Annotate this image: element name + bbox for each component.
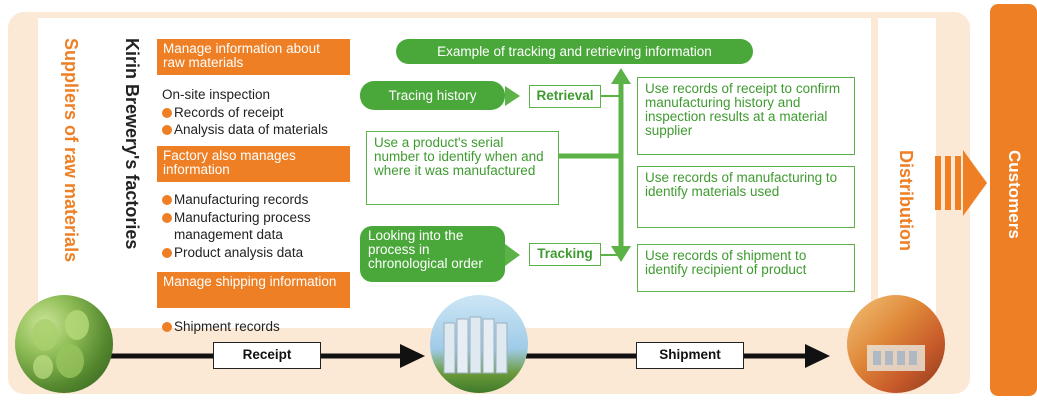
tracing-history-label: Tracing history: [360, 81, 505, 110]
shipping-info-list: Shipment records: [162, 318, 362, 336]
tracking-label: Tracking: [529, 243, 601, 266]
raw-materials-intro: On-site inspection: [162, 87, 271, 102]
raw-materials-list: On-site inspection Records of receipt An…: [162, 86, 362, 139]
receipt-label: Receipt: [213, 342, 321, 369]
store-photo: [847, 295, 945, 393]
to-customers-arrow: [935, 150, 987, 216]
factories-label: Kirin Brewery's factories: [122, 38, 142, 250]
cans-icon: [867, 345, 925, 371]
suppliers-label: Suppliers of raw materials: [61, 38, 81, 263]
hops-icon: [32, 310, 89, 379]
factory-info-list: Manufacturing records Manufacturing proc…: [162, 191, 362, 261]
result-box-manufacturing: Use records of manufacturing to identify…: [637, 166, 855, 228]
bullet-icon: [162, 322, 172, 332]
list-item: Shipment records: [162, 318, 362, 336]
list-item: Product analysis data: [162, 244, 362, 262]
factory-info-header: Factory also manages information: [157, 146, 350, 182]
example-title: Example of tracking and retrieving infor…: [396, 39, 753, 64]
bullet-icon: [162, 195, 172, 205]
bullet-icon: [162, 212, 172, 223]
raw-materials-header: Manage information about raw materials: [157, 39, 350, 75]
suppliers-column: [38, 18, 111, 328]
retrieval-label: Retrieval: [529, 85, 601, 108]
customers-bar: [990, 4, 1037, 396]
list-item: Records of receipt: [162, 104, 362, 122]
distribution-label: Distribution: [896, 150, 916, 251]
result-box-receipt: Use records of receipt to confirm manufa…: [637, 77, 855, 155]
bullet-icon: [162, 107, 172, 118]
distribution-column: [878, 18, 936, 328]
result-box-shipment: Use records of shipment to identify reci…: [637, 244, 855, 292]
shipment-label: Shipment: [636, 342, 744, 369]
silo-icon: [443, 316, 508, 374]
customers-label: Customers: [1005, 150, 1024, 239]
list-item: Analysis data of materials: [162, 121, 362, 139]
shipping-info-header: Manage shipping information: [157, 272, 350, 308]
serial-number-box: Use a product's serial number to identif…: [366, 131, 559, 205]
chronological-order-label: Looking into the process in chronologica…: [360, 226, 505, 282]
bullet-icon: [162, 125, 172, 135]
factory-photo: [430, 295, 528, 393]
list-item: Manufacturing process management data: [162, 209, 362, 244]
flow-connectors: [505, 68, 631, 266]
bullet-icon: [162, 247, 172, 258]
list-item: Manufacturing records: [162, 191, 362, 209]
hops-photo: [15, 295, 113, 393]
